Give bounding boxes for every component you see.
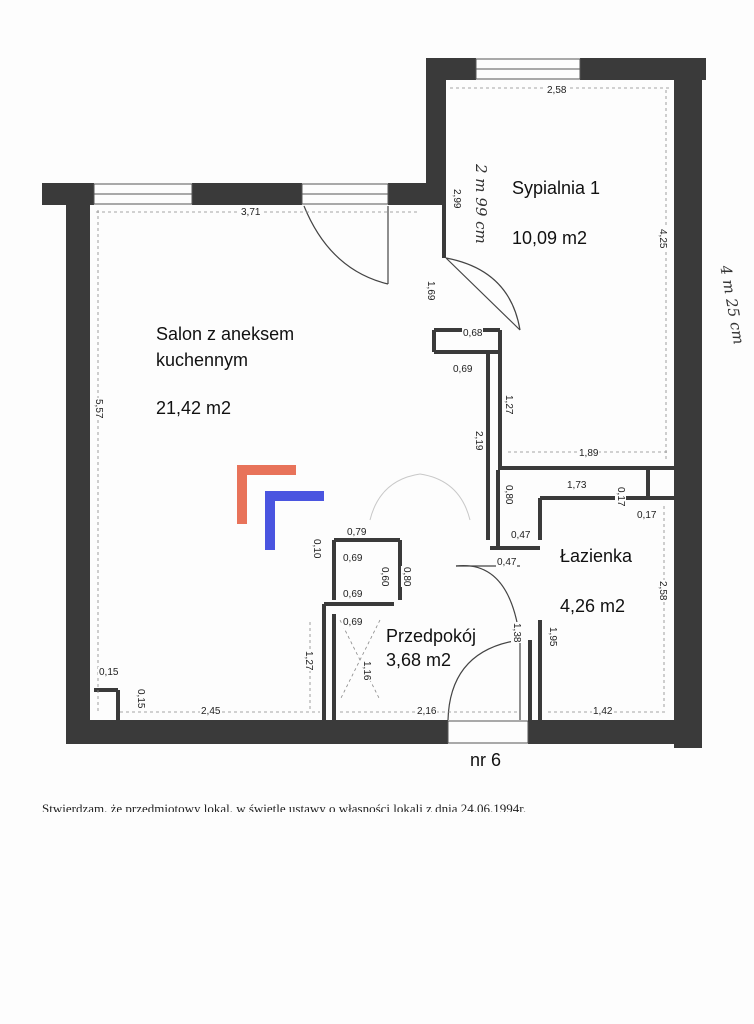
- handwritten-note: 2 m 99 cm: [472, 164, 490, 244]
- dimension-label: 0,69: [342, 589, 364, 600]
- dimension-label: 0,17: [636, 510, 658, 521]
- dimension-label: 2,99: [451, 188, 462, 210]
- dimension-label: 0,17: [615, 486, 626, 508]
- logo-mark-icon: [237, 465, 324, 550]
- dimension-label: 5,57: [93, 398, 104, 420]
- partition: [369, 473, 471, 521]
- dimension-label: 1,38: [511, 622, 522, 644]
- dimension-label: 1,42: [592, 706, 614, 717]
- dimension-label: 1,27: [503, 394, 514, 416]
- dimension-label: 2,58: [546, 85, 568, 96]
- inner-walls: [94, 200, 676, 722]
- salon-name-line2: kuchennym: [156, 350, 249, 370]
- dimension-label: 1,69: [425, 280, 436, 302]
- dimension-label: 1,16: [361, 660, 372, 682]
- sypialnia-area: 10,09 m2: [512, 228, 588, 248]
- dimension-label: 0,47: [496, 557, 518, 568]
- dimension-label: 0,15: [135, 688, 146, 710]
- dimension-label: 0,60: [379, 566, 390, 588]
- dimension-label: 0,69: [342, 617, 364, 628]
- przedpokoj-name: Przedpokój: [386, 626, 477, 646]
- przedpokoj-area: 3,68 m2: [386, 650, 452, 670]
- door-swing-icon: [303, 205, 521, 721]
- unit-label: nr 6: [470, 750, 502, 770]
- dimension-label: 0,47: [510, 530, 532, 541]
- dimension-label: 1,27: [303, 650, 314, 672]
- dimension-label: 2,19: [473, 430, 484, 452]
- dimension-label: 0,69: [342, 553, 364, 564]
- dimension-label: 0,80: [503, 484, 514, 506]
- lazienka-name: Łazienka: [560, 546, 633, 566]
- salon-name-line1: Salon z aneksem: [156, 324, 295, 344]
- dimension-label: 2,58: [657, 580, 668, 602]
- lazienka-area: 4,26 m2: [560, 596, 626, 616]
- dimension-label: 1,95: [547, 626, 558, 648]
- salon-area: 21,42 m2: [156, 398, 232, 418]
- dimension-label: 0,80: [401, 566, 412, 588]
- dimension-label: 0,69: [452, 364, 474, 375]
- dimension-label: 0,68: [462, 328, 484, 339]
- dimension-label: 1,89: [578, 448, 600, 459]
- dimension-label: 0,79: [346, 527, 368, 538]
- window-icon: [93, 58, 581, 744]
- dimension-label: 1,73: [566, 480, 588, 491]
- dimension-label: 3,71: [240, 207, 262, 218]
- sypialnia-name: Sypialnia 1: [512, 178, 601, 198]
- dimension-label: 0,15: [98, 667, 120, 678]
- dimension-label: 2,45: [200, 706, 222, 717]
- dimension-label: 4,25: [657, 228, 668, 250]
- outer-walls: [42, 58, 706, 748]
- dimension-label: 2,16: [416, 706, 438, 717]
- dimension-label: 0,10: [311, 538, 322, 560]
- footer-statement: Stwierdzam, że przedmiotowy lokal, w świ…: [42, 801, 527, 812]
